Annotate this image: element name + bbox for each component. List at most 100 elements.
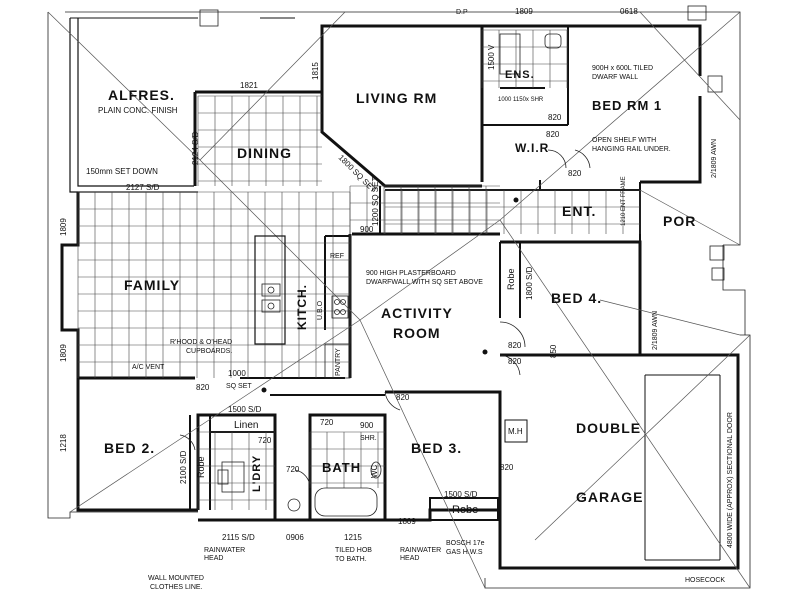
- tile-grid: [77, 29, 641, 510]
- dim-820-h: 820: [500, 463, 514, 472]
- dim-820-f: 820: [396, 393, 410, 402]
- note-dp: D.P: [456, 9, 468, 16]
- dim-1809-bot: 1809: [398, 517, 416, 526]
- kitchen-fixtures: [254, 235, 351, 379]
- dim-820-g: 820: [508, 357, 522, 366]
- note-plain-conc: PLAIN CONC. FINISH: [98, 106, 178, 115]
- room-label-bath: BATH: [322, 460, 361, 475]
- note-shr: 1000 1150x SHR: [498, 97, 544, 103]
- dim-1809-left: 1809: [59, 218, 68, 236]
- room-label-laundry: L'DRY: [251, 455, 263, 492]
- note-dwarf-wall-2: DWARF WALL: [592, 74, 638, 81]
- dim-820-e: 820: [196, 383, 210, 392]
- dim-1500v: 1500 V: [487, 44, 496, 70]
- dim-1000: 1000: [228, 369, 246, 378]
- note-entry-frame: 1210 ENT FRAME: [621, 176, 627, 226]
- room-label-porch: POR: [663, 213, 696, 229]
- note-clothes-1: WALL MOUNTED: [148, 575, 204, 582]
- room-labels: ALFRES. LIVING RM ENS. BED RM 1 W.I.R DI…: [104, 69, 696, 516]
- dim-850: 850: [549, 344, 558, 358]
- note-awn-1: 2/1809 AWN: [711, 139, 718, 178]
- note-open-shelf-2: HANGING RAIL UNDER.: [592, 146, 671, 153]
- dim-1218: 1218: [59, 434, 68, 452]
- dim-820-b: 820: [546, 130, 560, 139]
- dim-0618: 0618: [620, 7, 638, 16]
- dim-2100: 2100 S/D: [179, 450, 188, 484]
- dim-1809-left2: 1809: [59, 344, 68, 362]
- note-rhood-2: CUPBOARDS.: [186, 348, 232, 355]
- room-label-robe-bed3: Robe: [452, 504, 478, 516]
- room-label-bed4: BED 4.: [551, 290, 602, 306]
- dim-720-c: 720: [320, 418, 334, 427]
- dim-820-c: 820: [568, 169, 582, 178]
- dim-900: 900: [360, 225, 374, 234]
- note-bosch-2: GAS H.W.S: [446, 549, 483, 556]
- annotations: PLAIN CONC. FINISH 150mm SET DOWN 900H x…: [86, 9, 734, 591]
- note-tiled-hob-1: TILED HOB: [335, 547, 372, 554]
- note-dwarf-wall-1: 900H x 600L TILED: [592, 65, 653, 72]
- room-label-kitchen: KITCH.: [295, 284, 309, 330]
- door-swings: [179, 149, 591, 489]
- room-label-ref: REF: [330, 253, 344, 260]
- note-ac-vent: A/C VENT: [132, 364, 165, 371]
- dim-1200: 1200 SQ SET: [371, 177, 380, 226]
- room-label-alfresco: ALFRES.: [108, 87, 175, 103]
- dim-720-b: 720: [286, 465, 300, 474]
- roof-diagonals: [47, 11, 751, 589]
- dim-2115: 2115 S/D: [222, 533, 255, 542]
- dim-2124: 2124 S/D: [191, 131, 200, 165]
- dim-1215: 1215: [344, 533, 362, 542]
- dim-1500sd-2: 1500 S/D: [444, 490, 478, 499]
- dim-2127: 2127 S/D: [126, 183, 160, 192]
- dim-900-b: 900: [360, 421, 374, 430]
- room-label-mh: M.H: [508, 427, 523, 436]
- room-label-bed1: BED RM 1: [592, 98, 662, 113]
- room-label-activity-1: ACTIVITY: [381, 305, 453, 321]
- room-label-family: FAMILY: [124, 277, 180, 293]
- room-label-robe-bed2: Robe: [196, 456, 206, 478]
- room-label-robe-bed4: Robe: [506, 268, 516, 290]
- note-sectional-door: 4800 WIDE (APPROX) SECTIONAL DOOR: [727, 412, 734, 548]
- room-label-entry: ENT.: [562, 203, 596, 219]
- dim-820-a: 820: [548, 113, 562, 122]
- room-label-ub: U.B.O: [317, 300, 324, 320]
- note-open-shelf-1: OPEN SHELF WITH: [592, 137, 656, 144]
- note-bosch-1: BOSCH 17e: [446, 540, 485, 547]
- dim-1815: 1815: [311, 62, 320, 80]
- note-tiled-hob-2: TO BATH.: [335, 556, 367, 563]
- note-plasterboard-1: 900 HIGH PLASTERBOARD: [366, 270, 456, 277]
- room-label-dining: DINING: [237, 145, 292, 161]
- note-rhood-1: R'HOOD & O'HEAD: [170, 339, 232, 346]
- room-label-bed2: BED 2.: [104, 440, 155, 456]
- room-label-activity-2: ROOM: [393, 325, 441, 341]
- note-plasterboard-2: DWARFWALL WITH SQ SET ABOVE: [366, 279, 483, 286]
- dim-1800sd: 1800 S/D: [525, 266, 534, 300]
- note-rainwater-2: HEAD: [204, 555, 223, 562]
- room-label-wc: WC: [370, 464, 379, 478]
- room-label-pantry: PANTRY: [335, 348, 342, 376]
- note-hosecock: HOSECOCK: [685, 577, 725, 584]
- note-set-down: 150mm SET DOWN: [86, 167, 158, 176]
- room-label-double: DOUBLE: [576, 420, 641, 436]
- dim-720-a: 720: [258, 436, 272, 445]
- dim-1809-top: 1809: [515, 7, 533, 16]
- note-rainwater2-2: HEAD: [400, 555, 419, 562]
- bathroom-fixtures: [217, 33, 562, 517]
- note-rainwater2-1: RAINWATER: [400, 547, 441, 554]
- room-label-living: LIVING RM: [356, 90, 437, 106]
- room-label-wir: W.I.R: [515, 141, 549, 155]
- room-label-garage: GARAGE: [576, 489, 643, 505]
- room-label-ensuite: ENS.: [505, 69, 535, 81]
- room-label-shr: SHR.: [360, 435, 377, 442]
- dim-1500sd: 1500 S/D: [228, 405, 262, 414]
- room-label-bed3: BED 3.: [411, 440, 462, 456]
- dim-820-d: 820: [508, 341, 522, 350]
- room-label-linen: Linen: [234, 420, 258, 431]
- note-rainwater-1: RAINWATER: [204, 547, 245, 554]
- note-sq-set: SQ SET: [226, 383, 252, 390]
- dim-1821: 1821: [240, 81, 258, 90]
- note-awn-2: 2/1809 AWN: [652, 311, 659, 350]
- note-clothes-2: CLOTHES LINE.: [150, 584, 203, 591]
- dim-0906: 0906: [286, 533, 304, 542]
